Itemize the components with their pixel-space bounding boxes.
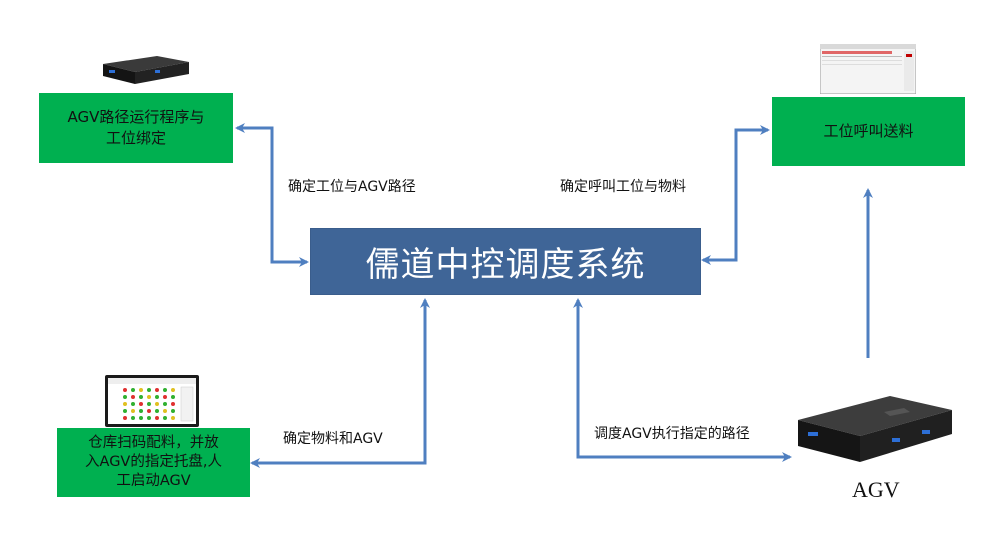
call-edge-label: 确定呼叫工位与物料	[560, 179, 686, 195]
warehouse-text: 仓库扫码配料，并放 入AGV的指定托盘,人 工启动AGV	[85, 435, 222, 489]
central-system-title: 儒道中控调度系统	[365, 245, 646, 285]
agv-large-image	[798, 396, 952, 462]
agv-small-image	[103, 56, 189, 84]
route-binding-box: AGV路径运行程序与 工位绑定	[39, 93, 233, 163]
arrow-route-to-box	[235, 123, 274, 262]
kanban-board-image	[105, 375, 199, 427]
dispatch-edge-label: 调度AGV执行指定的路径	[594, 426, 750, 442]
route-binding-text: AGV路径运行程序与 工位绑定	[67, 108, 205, 147]
arrow-dispatch-to-agv	[576, 380, 792, 462]
route-edge-label: 确定工位与AGV路径	[288, 179, 416, 195]
warehouse-box: 仓库扫码配料，并放 入AGV的指定托盘,人 工启动AGV	[57, 428, 250, 497]
agv-label: AGV	[852, 477, 900, 502]
screen-image	[820, 44, 916, 94]
arrow-call-to-box	[734, 125, 770, 200]
central-system-box: 儒道中控调度系统	[310, 228, 701, 295]
material-edge-label: 确定物料和AGV	[283, 431, 383, 447]
arrow-route-to-center	[270, 200, 309, 267]
arrow-call-to-center	[701, 200, 738, 265]
station-call-box: 工位呼叫送料	[772, 97, 965, 166]
station-call-text: 工位呼叫送料	[823, 122, 914, 140]
